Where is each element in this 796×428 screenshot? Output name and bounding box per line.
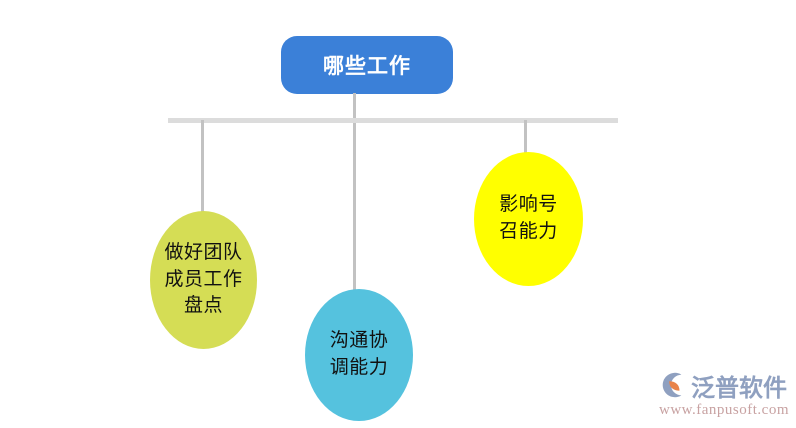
node-communication-label: 沟通协 调能力 xyxy=(329,330,389,378)
root-node-label: 哪些工作 xyxy=(323,54,411,78)
connector-line-left xyxy=(201,120,204,213)
root-node[interactable]: 哪些工作 xyxy=(281,36,453,94)
connector-horizontal-bar xyxy=(168,118,618,123)
node-team-label: 做好团队 成员工作 盘点 xyxy=(164,241,243,317)
watermark-url: www.fanpusoft.com xyxy=(659,402,790,418)
node-communication[interactable]: 沟通协 调能力 xyxy=(305,289,413,421)
watermark-brand: 泛普软件 xyxy=(691,373,787,402)
node-team[interactable]: 做好团队 成员工作 盘点 xyxy=(150,211,257,349)
watermark: 泛普软件 www.fanpusoft.com xyxy=(657,366,793,422)
watermark-top-row: 泛普软件 xyxy=(657,369,793,402)
connector-line-center xyxy=(353,93,356,291)
node-influence-label: 影响号 召能力 xyxy=(499,194,558,242)
node-influence[interactable]: 影响号 召能力 xyxy=(474,152,583,286)
fanpu-logo-icon xyxy=(662,372,682,398)
connector-line-right xyxy=(524,120,527,155)
